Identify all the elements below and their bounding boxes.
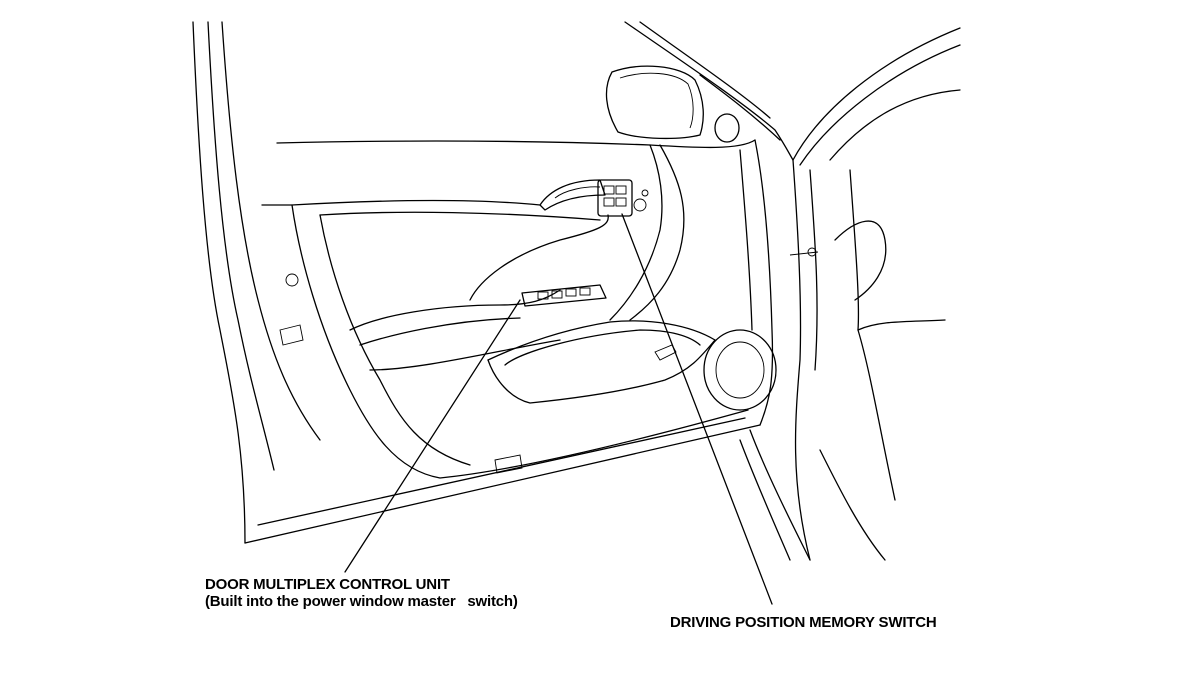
leader-line-multiplex [344, 299, 521, 573]
inner-door-handle [539, 179, 606, 211]
panel-clip [494, 454, 523, 474]
frame-clip [279, 324, 304, 346]
window-frame [624, 21, 794, 161]
driving-position-memory-switch [597, 179, 649, 217]
leader-line-memory-switch [621, 213, 773, 605]
door-multiplex-label-line1: DOOR MULTIPLEX CONTROL UNIT [205, 576, 450, 593]
car-body [739, 27, 961, 561]
side-mirror [605, 65, 740, 143]
door-panel [261, 139, 774, 479]
door-frame-outer [192, 21, 761, 544]
power-window-master-switch [521, 284, 607, 307]
driving-position-memory-label: DRIVING POSITION MEMORY SWITCH [670, 614, 937, 631]
frame-hole-icon [285, 273, 299, 287]
door-speaker [703, 329, 777, 411]
door-handle-pocket [487, 320, 716, 404]
door-multiplex-label-line2: (Built into the power window master swit… [205, 593, 518, 610]
